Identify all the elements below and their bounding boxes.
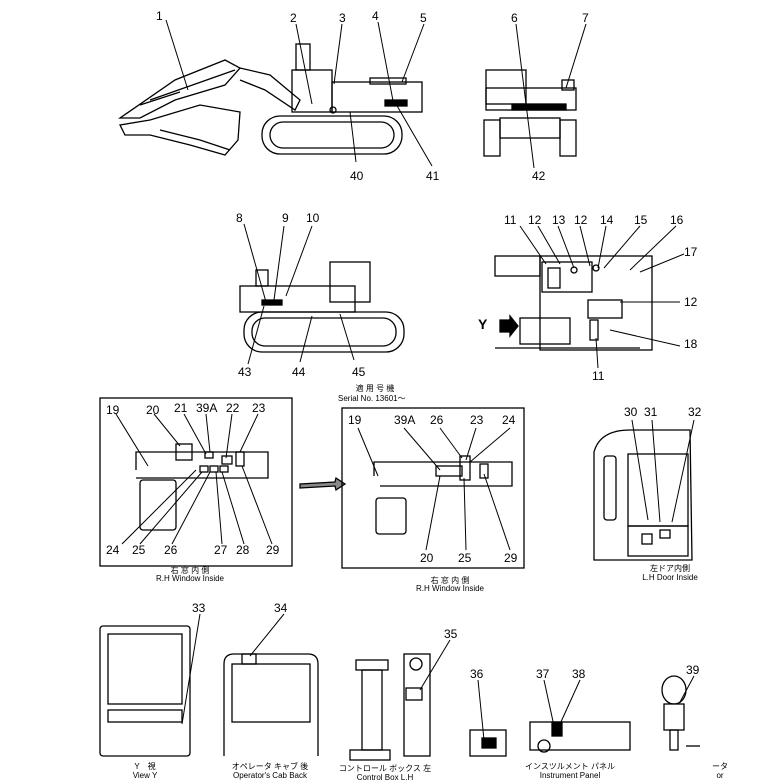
callout-9: 9 — [282, 211, 289, 225]
ctrl-caption-jp: コントロール ボックス 左 — [338, 764, 432, 773]
callout-30: 30 — [624, 405, 638, 419]
callout-11-bottom: 11 — [592, 369, 605, 383]
callout-5: 5 — [420, 11, 427, 25]
callout-21: 21 — [174, 401, 188, 415]
callout-6: 6 — [511, 11, 518, 25]
rh2-caption-en: R.H Window Inside — [415, 584, 485, 593]
cab-back — [223, 653, 319, 756]
callout-40: 40 — [350, 169, 364, 183]
callout-38: 38 — [572, 667, 586, 681]
viewy-caption-en: View Y — [132, 771, 158, 780]
callout-42: 42 — [532, 169, 546, 183]
callout-15: 15 — [634, 213, 648, 227]
callout-45: 45 — [352, 365, 366, 379]
callout-36: 36 — [470, 667, 484, 681]
callout-3: 3 — [339, 11, 346, 25]
callout-26-s: 26 — [430, 413, 444, 427]
callout-41: 41 — [426, 169, 440, 183]
callout-33: 33 — [192, 601, 206, 615]
callout-31: 31 — [644, 405, 658, 419]
lever-39 — [661, 675, 700, 751]
callout-23-s: 23 — [470, 413, 484, 427]
callout-44: 44 — [292, 365, 306, 379]
excavator-rear-view — [483, 69, 577, 157]
callout-10: 10 — [306, 211, 320, 225]
viewy-caption-jp: Y 視 — [134, 762, 156, 771]
view-y-marker: Y — [478, 316, 488, 332]
rh-window-panel-1 — [99, 397, 347, 567]
callout-20: 20 — [146, 403, 160, 417]
callout-11-top: 11 — [504, 213, 517, 227]
callout-27: 27 — [214, 543, 228, 557]
callout-12-c: 12 — [684, 295, 698, 309]
last-caption-jp: ータ — [712, 762, 728, 771]
callout-26: 26 — [164, 543, 178, 557]
excavator-top-view — [494, 255, 653, 351]
control-box — [349, 653, 431, 761]
lh-caption-en: L.H Door Inside — [642, 573, 698, 582]
callout-39a: 39A — [196, 401, 218, 415]
callout-28: 28 — [236, 543, 250, 557]
callout-34: 34 — [274, 601, 288, 615]
instrument-panel — [529, 721, 631, 753]
leader-lines — [115, 19, 695, 741]
callout-37: 37 — [536, 667, 550, 681]
callout-16: 16 — [670, 213, 684, 227]
serial-jp: 適 用 号 機 — [355, 384, 395, 393]
callout-43: 43 — [238, 365, 252, 379]
excavator-left-view — [239, 261, 405, 353]
rh1-caption-jp: 右 窓 内 側 — [170, 566, 210, 575]
last-caption-en: or — [716, 771, 724, 780]
callout-1: 1 — [156, 9, 163, 23]
callout-39: 39 — [686, 663, 700, 677]
callout-12-b: 12 — [574, 213, 588, 227]
callout-23: 23 — [252, 401, 266, 415]
decal-36 — [469, 729, 507, 757]
callout-12-a: 12 — [528, 213, 542, 227]
inst-caption-jp: インスツルメント パネル — [524, 762, 616, 771]
callout-17: 17 — [684, 245, 698, 259]
rh2-caption-jp: 右 窓 内 側 — [430, 576, 470, 585]
callout-19: 19 — [106, 403, 120, 417]
callout-8: 8 — [236, 211, 243, 225]
callout-13: 13 — [552, 213, 566, 227]
callout-2: 2 — [290, 11, 297, 25]
excavator-side-view — [117, 43, 423, 156]
lh-caption-jp: 左ドア内側 — [650, 564, 690, 573]
callout-7: 7 — [582, 11, 589, 25]
callout-29-s: 29 — [504, 551, 518, 565]
rh1-caption-en: R.H Window Inside — [155, 574, 225, 583]
callout-19-s: 19 — [348, 413, 362, 427]
view-y-door — [99, 625, 191, 757]
inst-caption-en: Instrument Panel — [539, 771, 601, 780]
cab-caption-en: Operator's Cab Back — [232, 771, 307, 780]
callout-20-s: 20 — [420, 551, 434, 565]
callout-29: 29 — [266, 543, 280, 557]
callout-25: 25 — [132, 543, 146, 557]
callout-4: 4 — [372, 9, 379, 23]
callout-32: 32 — [688, 405, 702, 419]
callout-24: 24 — [106, 543, 120, 557]
callout-39a-s: 39A — [394, 413, 416, 427]
callout-22: 22 — [226, 401, 240, 415]
callout-35: 35 — [444, 627, 458, 641]
callout-25-s: 25 — [458, 551, 472, 565]
callout-24-s: 24 — [502, 413, 516, 427]
serial-en: Serial No. 13601～ — [338, 394, 406, 403]
callout-14: 14 — [600, 213, 614, 227]
ctrl-caption-en: Control Box L.H — [356, 773, 414, 782]
callout-18: 18 — [684, 337, 698, 351]
cab-caption-jp: オペレータ キャブ 後 — [231, 762, 309, 771]
rh-window-panel-2 — [341, 407, 525, 569]
lh-door-panel — [593, 429, 693, 561]
